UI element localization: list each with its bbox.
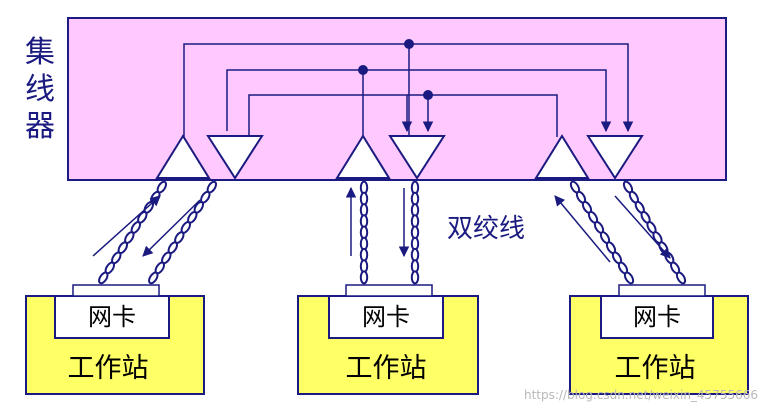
hub-label-char: 器: [25, 109, 55, 144]
amplifier-down-3: [586, 135, 644, 180]
twist-link: [359, 191, 369, 206]
twist-link: [359, 270, 369, 285]
twisted-pair-cable: [410, 180, 420, 285]
amplifier-down-2: [388, 135, 446, 180]
nic-card-2: [328, 295, 444, 339]
junction-dots: [358, 39, 433, 100]
hub-label: 集 线 器: [20, 34, 60, 145]
nic-connector-2: [345, 284, 433, 297]
twist-link: [148, 271, 159, 285]
twist-link: [410, 191, 420, 206]
workstation-2: [297, 284, 479, 395]
twisted-pair-cable: [148, 180, 218, 285]
watermark: https://blog.csdn.net/weixin_45755666: [523, 388, 758, 402]
twist-link: [623, 271, 635, 285]
junction-dot: [404, 39, 414, 49]
junction-dot: [358, 65, 368, 75]
workstation-1: [25, 284, 205, 395]
workstation-3: [569, 284, 749, 395]
signal-arrows: [92, 186, 671, 263]
workstation-label-1: 工作站: [67, 353, 149, 384]
signal-arrow-down: [142, 199, 201, 257]
twisted-pair-label: 双绞线: [447, 214, 526, 244]
hub-label-char: 线: [25, 72, 55, 107]
hub-label-char: 集: [25, 35, 55, 70]
twisted-pair-cable: [622, 180, 687, 285]
nic-label-1: 网卡: [88, 303, 136, 331]
signal-arrow-up: [554, 195, 611, 263]
nic-connector-1: [72, 284, 160, 297]
twisted-pair-cable: [569, 180, 635, 285]
twist-link: [410, 270, 420, 285]
twist-link: [359, 247, 369, 262]
twist-link: [675, 271, 687, 285]
nic-label-2: 网卡: [362, 303, 410, 331]
twisted-pair-cable: [359, 180, 369, 285]
amplifier-up-2: [335, 134, 391, 179]
amplifier-up-3: [534, 134, 590, 179]
workstation-label-2: 工作站: [345, 353, 427, 384]
twist-link: [98, 271, 109, 285]
twist-link: [410, 247, 420, 262]
amplifier-down-1: [206, 135, 264, 180]
amplifiers: [155, 134, 644, 180]
nic-label-3: 网卡: [633, 303, 681, 331]
twisted-pair-cables: [98, 180, 687, 285]
signal-arrow-down: [614, 195, 671, 259]
junction-dot: [423, 90, 433, 100]
amplifier-up-1: [155, 134, 211, 179]
nic-card-3: [600, 295, 714, 339]
workstation-label-3: 工作站: [614, 353, 696, 384]
twisted-pair-cable: [98, 180, 168, 285]
signal-arrow-up: [92, 195, 161, 257]
nic-connector-3: [618, 284, 706, 297]
